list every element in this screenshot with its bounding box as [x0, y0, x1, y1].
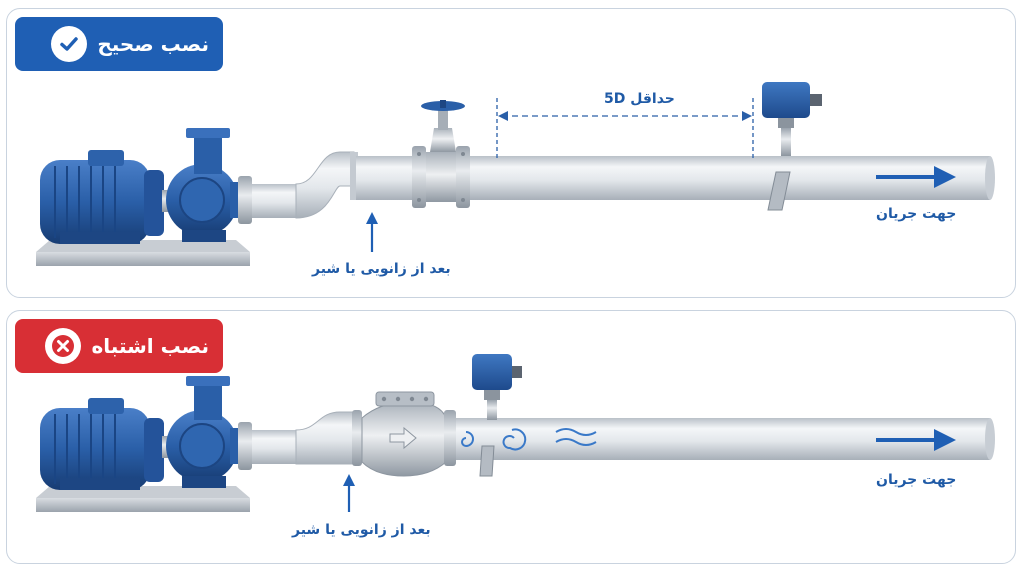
cross-icon [45, 328, 82, 364]
location-up-arrow [366, 212, 378, 252]
valve-flange [444, 410, 456, 466]
pipe-segment [252, 184, 298, 218]
wrong-flow-label: جهت جریان [876, 472, 957, 488]
min-distance-dimension [496, 98, 754, 158]
motor-icon [40, 150, 164, 244]
turbulence-swirl-icon [461, 428, 597, 451]
check-icon [51, 26, 88, 62]
pipe-end [985, 156, 995, 200]
pump-icon [166, 376, 246, 488]
correct-location-label: بعد از زانویی یا شیر [312, 261, 451, 277]
check-valve-icon [361, 391, 447, 477]
pump-icon [166, 128, 246, 242]
flow-arrow-icon [876, 166, 956, 188]
pipe-elbow [295, 411, 355, 465]
pump-flange [238, 176, 252, 224]
flow-arrow-icon [876, 429, 956, 451]
elbow-flange [352, 410, 362, 466]
elbow-joint [350, 152, 358, 200]
pipe-segment [356, 156, 412, 200]
correct-flow-label: جهت جریان [876, 206, 957, 222]
wrong-location-label: بعد از زانویی یا شیر [292, 522, 431, 538]
wrong-scene [36, 354, 995, 512]
pipe-segment [252, 430, 298, 464]
motor-icon [40, 398, 164, 490]
wrong-badge: نصب اشتباه [15, 319, 223, 373]
min-distance-label: حداقل 5D [604, 91, 675, 107]
flow-switch-sensor-icon [762, 82, 822, 211]
pipe-elbow [295, 151, 355, 219]
correct-badge: نصب صحیح [15, 17, 223, 71]
pipe-end [985, 418, 995, 460]
pump-flange [238, 422, 252, 470]
wrong-badge-text: نصب اشتباه [91, 334, 209, 358]
flow-switch-sensor-icon [472, 354, 522, 477]
correct-scene [36, 82, 995, 266]
location-up-arrow [343, 474, 355, 512]
correct-badge-text: نصب صحیح [97, 32, 209, 56]
gate-valve-icon [412, 100, 470, 208]
